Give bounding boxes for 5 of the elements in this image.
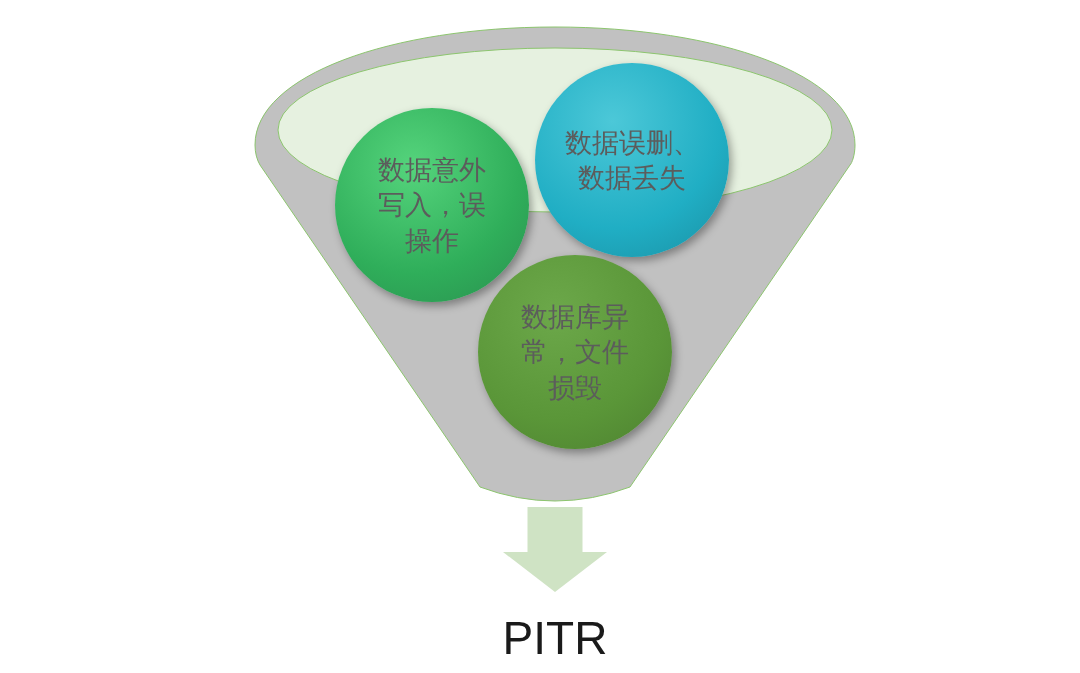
down-arrow	[503, 507, 607, 592]
circle-text: 数据误删、数据丢失	[563, 125, 701, 195]
result-label: PITR	[502, 615, 608, 661]
circle-text: 数据库异常，文件损毁	[520, 300, 630, 405]
circle-text: 数据意外写入，误操作	[377, 153, 487, 258]
